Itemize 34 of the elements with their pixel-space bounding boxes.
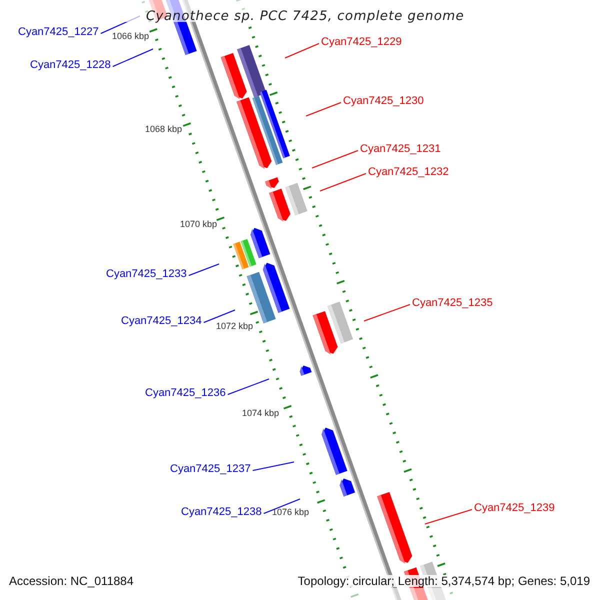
gene-label: Cyan7425_1227 [18,27,99,38]
gene-label: Cyan7425_1233 [106,269,187,280]
leader-line [306,102,342,116]
diagram-title: Cyanothece sp. PCC 7425, complete genome [146,10,464,23]
gene-label: Cyan7425_1238 [181,507,262,518]
gene-label: Cyan7425_1231 [360,144,441,155]
scale-label: 1074 kbp [242,409,280,418]
accession-text: Accession: NC_011884 [9,575,134,587]
leader-line [263,498,300,514]
scale-label: 1076 kbp [272,508,310,517]
leader-line [320,173,366,192]
gene-label: Cyan7425_1236 [145,388,226,399]
gene-label: Cyan7425_1232 [368,167,449,178]
gene-label: Cyan7425_1228 [30,60,111,71]
leader-line [252,462,294,471]
scale-label: 1066 kbp [112,32,150,41]
gene-label: Cyan7425_1239 [474,503,555,514]
leader-line [284,43,320,58]
scale-label: 1070 kbp [180,220,218,229]
genome-info-text: Topology: circular; Length: 5,374,574 bp; Genes: 5,019 [298,575,590,587]
leader-line [112,48,154,67]
gene-label: Cyan7425_1235 [412,298,493,309]
gene-label: Cyan7425_1230 [343,96,424,107]
gene-label: Cyan7425_1234 [121,316,202,327]
leader-line [227,378,270,395]
leader-line [188,264,220,276]
scale-label: 1068 kbp [145,125,182,134]
gene-label: Cyan7425_1237 [170,464,251,475]
scale-label: 1072 kbp [216,322,254,331]
leader-line [312,150,358,168]
leader-line [203,310,236,323]
leader-line [364,304,410,322]
leader-line [424,509,472,524]
gene-label: Cyan7425_1229 [321,37,402,48]
